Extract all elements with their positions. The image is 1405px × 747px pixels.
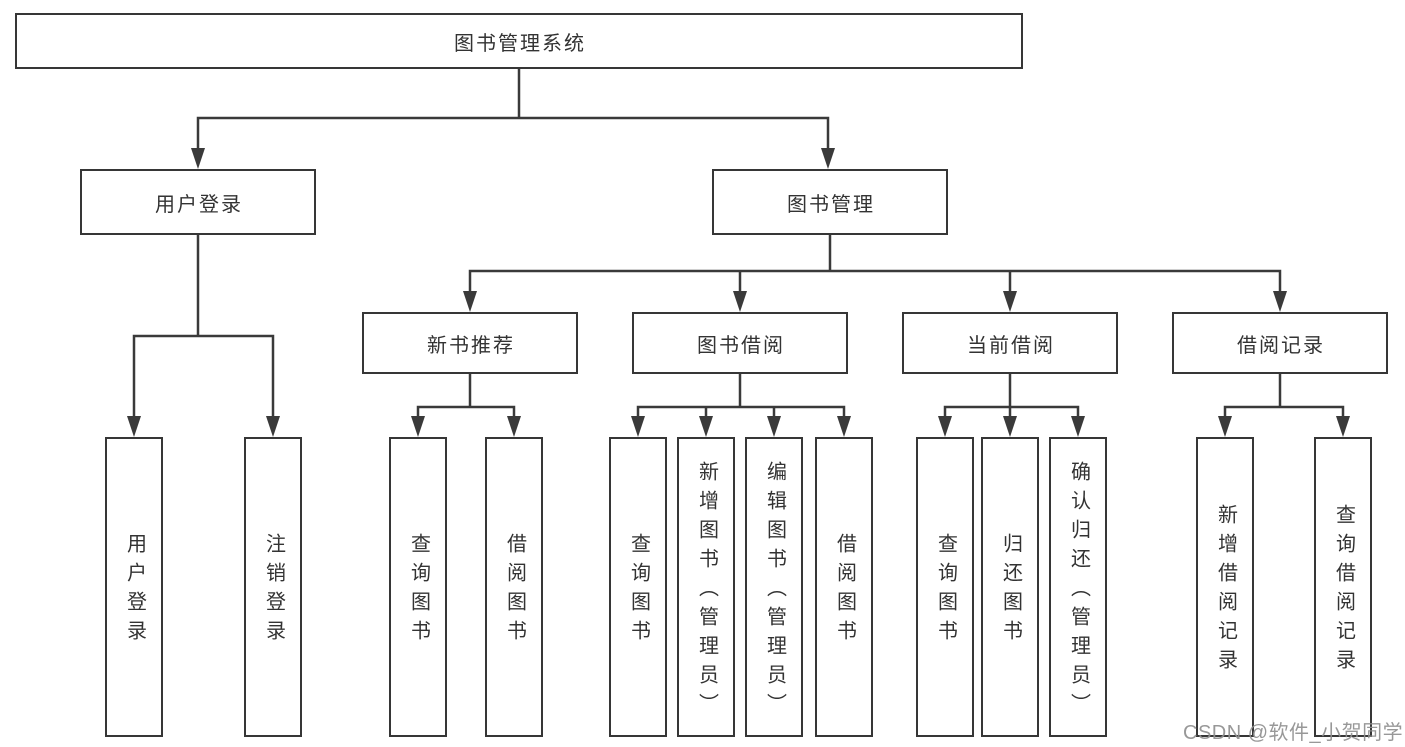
node-label: 查询图书 xyxy=(627,533,650,649)
node-label: 查询图书 xyxy=(407,533,430,649)
node-label: 图书管理系统 xyxy=(454,32,586,55)
leaf-edit-books-admin: 编辑图书（管理员） xyxy=(745,437,803,737)
arrowheads xyxy=(127,148,1350,437)
node-label: 当前借阅 xyxy=(967,334,1055,357)
node-book-borrowing: 图书借阅 xyxy=(632,312,848,374)
leaf-query-books-recommend: 查询图书 xyxy=(389,437,447,737)
leaf-user-login: 用户登录 xyxy=(105,437,163,737)
node-label: 图书借阅 xyxy=(697,334,785,357)
leaf-add-borrow-record: 新增借阅记录 xyxy=(1196,437,1254,737)
leaf-add-books-admin: 新增图书（管理员） xyxy=(677,437,735,737)
node-book-management: 图书管理 xyxy=(712,169,948,235)
node-label: 查询借阅记录 xyxy=(1332,504,1355,678)
node-label: 用户登录 xyxy=(123,533,146,649)
node-label: 借阅记录 xyxy=(1237,334,1325,357)
node-label: 借阅图书 xyxy=(503,533,526,649)
node-new-book-recommendation: 新书推荐 xyxy=(362,312,578,374)
node-label: 用户登录 xyxy=(155,193,243,216)
node-label: 确认归还（管理员） xyxy=(1067,460,1090,722)
csdn-watermark: CSDN @软件_小贺同学 xyxy=(1183,722,1404,744)
node-label: 新书推荐 xyxy=(427,334,515,357)
node-label: 借阅图书 xyxy=(833,533,856,649)
node-label: 归还图书 xyxy=(999,533,1022,649)
node-library-management-system: 图书管理系统 xyxy=(15,13,1023,69)
leaf-borrow-books-recommend: 借阅图书 xyxy=(485,437,543,737)
node-current-borrowing: 当前借阅 xyxy=(902,312,1118,374)
leaf-confirm-return-admin: 确认归还（管理员） xyxy=(1049,437,1107,737)
node-label: 编辑图书（管理员） xyxy=(763,460,786,722)
leaf-return-books: 归还图书 xyxy=(981,437,1039,737)
node-label: 新增借阅记录 xyxy=(1214,504,1237,678)
leaf-borrow-books: 借阅图书 xyxy=(815,437,873,737)
node-label: 新增图书（管理员） xyxy=(695,460,718,722)
node-label: 注销登录 xyxy=(262,533,285,649)
node-borrowing-records: 借阅记录 xyxy=(1172,312,1388,374)
node-user-login: 用户登录 xyxy=(80,169,316,235)
leaf-logout: 注销登录 xyxy=(244,437,302,737)
leaf-query-borrow-record: 查询借阅记录 xyxy=(1314,437,1372,737)
leaf-query-books-current: 查询图书 xyxy=(916,437,974,737)
node-label: 图书管理 xyxy=(787,193,875,216)
leaf-query-books-borrowing: 查询图书 xyxy=(609,437,667,737)
node-label: 查询图书 xyxy=(934,533,957,649)
